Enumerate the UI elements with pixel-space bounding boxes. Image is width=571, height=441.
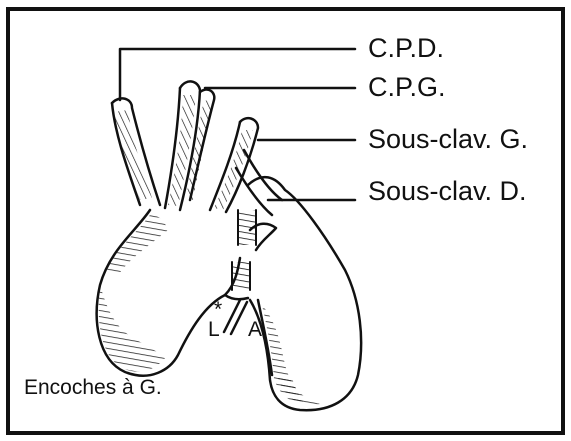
label-l: L (208, 318, 220, 341)
cpg-vessel (165, 81, 214, 210)
cpd-vessel (112, 98, 160, 205)
label-cpg: C.P.G. (368, 72, 446, 102)
label-a: A (248, 318, 262, 341)
label-encoches: Encoches à G. (24, 376, 162, 399)
label-sous-clav-d: Sous-clav. D. (368, 176, 527, 206)
ligament-marker (224, 300, 247, 334)
label-sous-clav-g: Sous-clav. G. (368, 124, 528, 154)
label-cpd: C.P.D. (368, 33, 444, 63)
leader-lines (120, 49, 355, 200)
sous-clav-g-vessel (210, 118, 258, 212)
